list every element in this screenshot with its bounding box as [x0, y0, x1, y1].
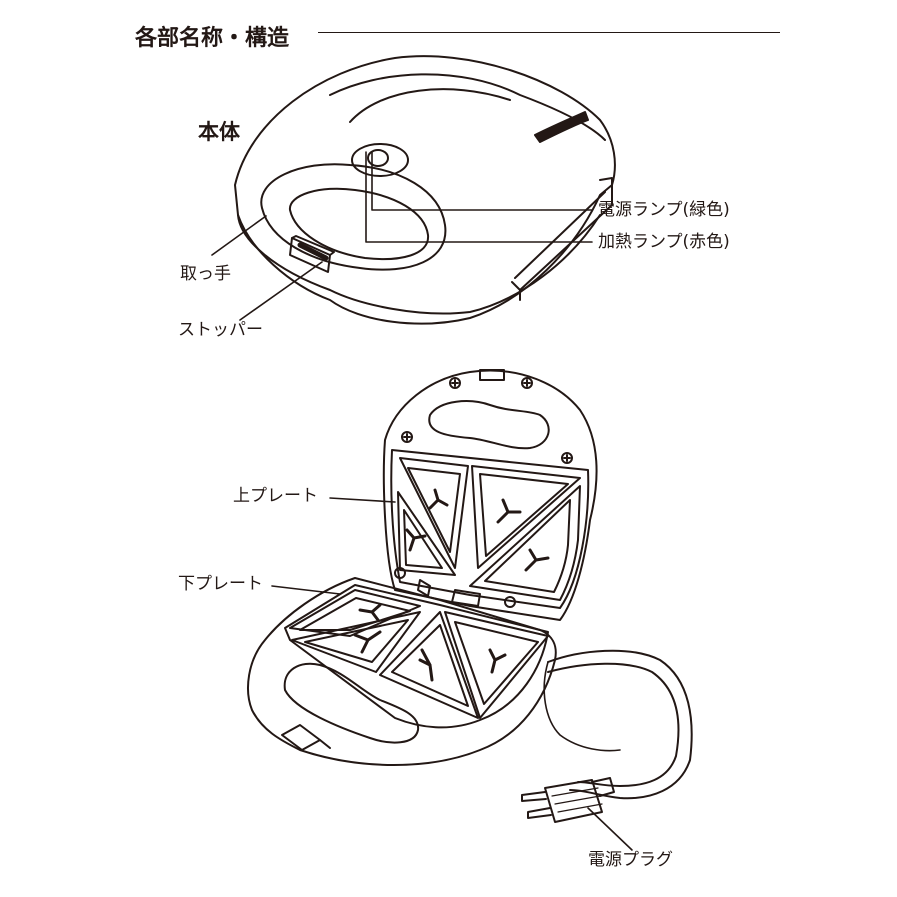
title-rule	[318, 32, 780, 33]
lower-plate-label: 下プレート	[178, 574, 263, 594]
heat-lamp-label: 加熱ランプ(赤色)	[598, 232, 730, 252]
upper-plate-label: 上プレート	[233, 486, 318, 506]
leader-lines-top	[211, 151, 593, 321]
power-lamp-label: 電源ランプ(緑色)	[598, 200, 730, 220]
open-maker	[247, 369, 598, 766]
body-title: 本体	[198, 120, 240, 144]
handle-label: 取っ手	[180, 264, 231, 284]
power-cord	[543, 649, 693, 800]
power-plug-label: 電源プラグ	[588, 850, 673, 870]
closed-maker	[234, 55, 616, 325]
power-plug-shape	[521, 777, 615, 823]
section-title: 各部名称・構造	[135, 26, 290, 51]
leader-lines-bottom	[271, 497, 633, 851]
stopper-label: ストッパー	[178, 320, 263, 340]
